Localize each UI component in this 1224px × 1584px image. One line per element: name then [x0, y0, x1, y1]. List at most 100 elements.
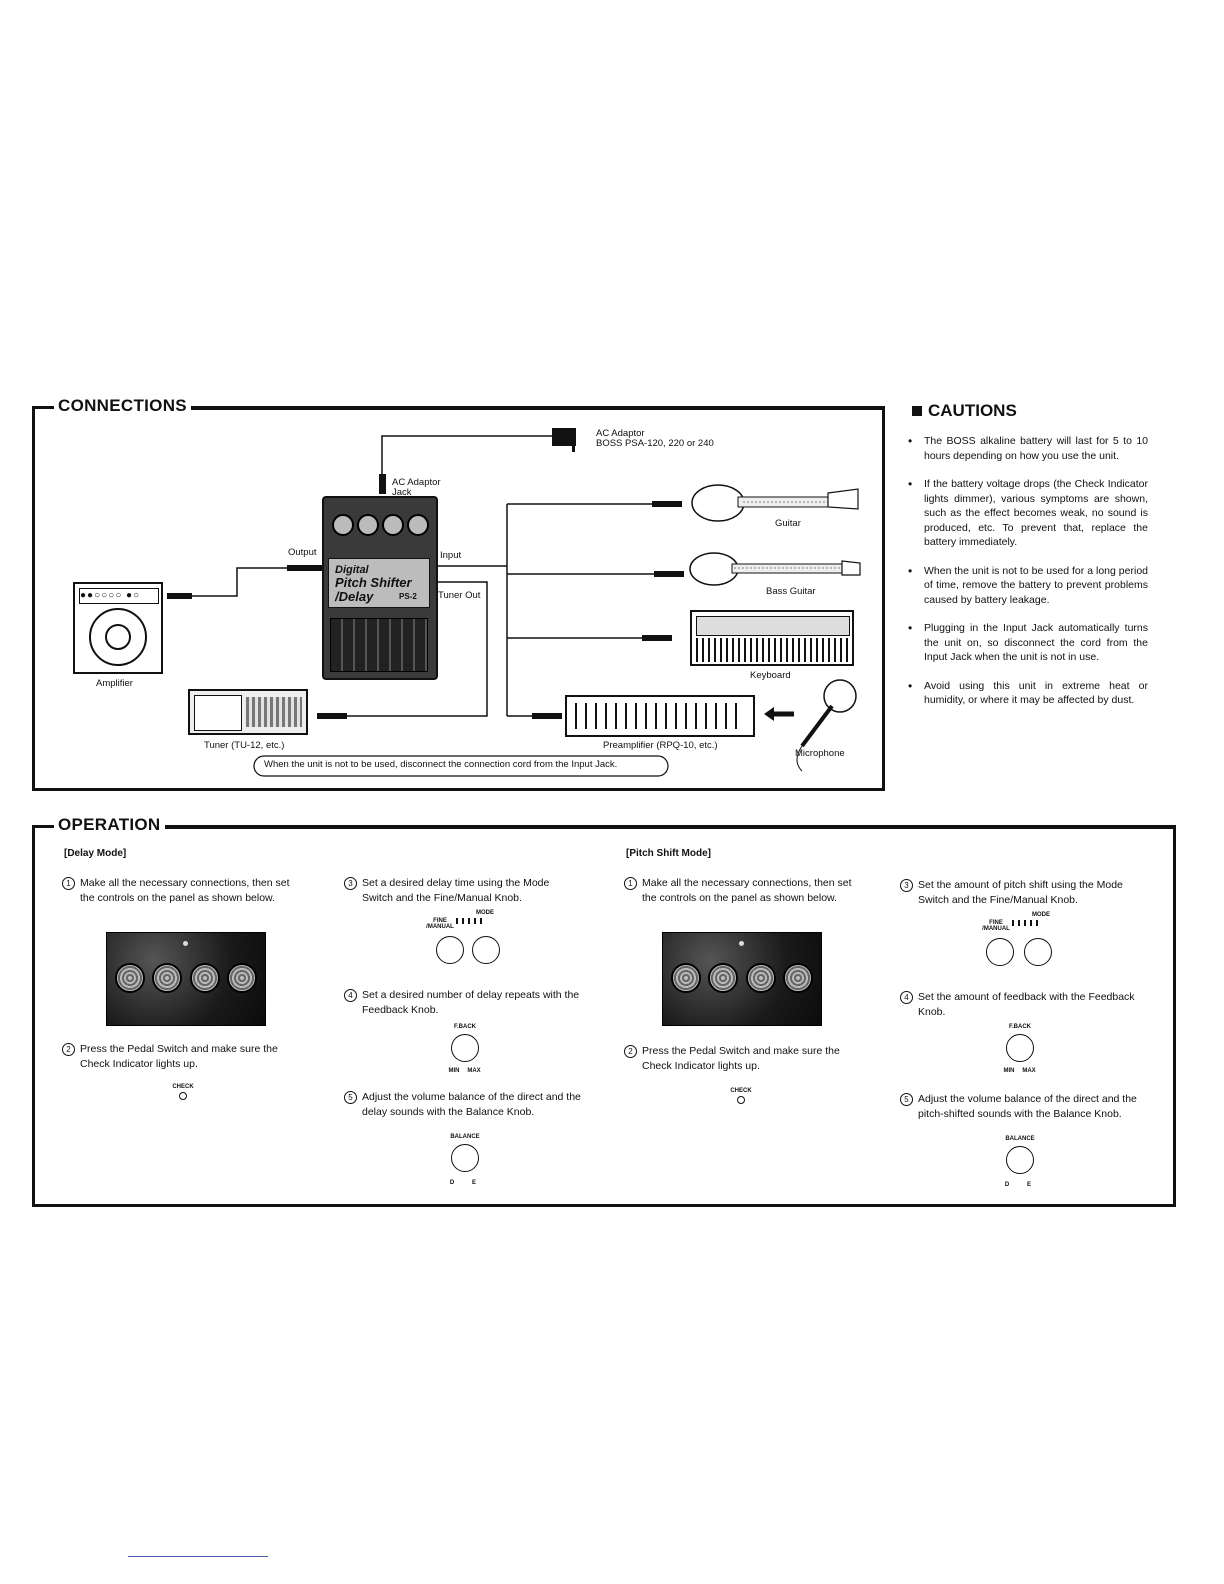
preamplifier-device: [565, 695, 755, 737]
ac-jack-label: AC Adaptor: [392, 477, 441, 488]
step-number: 1: [62, 877, 75, 890]
check-indicator-icon: [179, 1092, 187, 1100]
panel-knob: [152, 963, 182, 993]
caution-item: If the battery voltage drops (the Check …: [908, 477, 1148, 550]
ac-adaptor-model: BOSS PSA-120, 220 or 240: [596, 438, 714, 449]
pitch-panel-image: [662, 932, 822, 1026]
bass-guitar-icon: [689, 552, 861, 586]
pedal-knob: [357, 514, 379, 536]
cautions-list: The BOSS alkaline battery will last for …: [908, 434, 1148, 722]
pitch-mode-heading: [Pitch Shift Mode]: [626, 848, 711, 859]
balance-knob-icon: [451, 1144, 479, 1172]
keyboard-device: [690, 610, 854, 666]
fback-knob-icon: [451, 1034, 479, 1062]
amp-control-panel: ●●○○○○ ●○: [79, 588, 159, 604]
pitch-mode-fine-knob-diagram: MODE FINE /MANUAL: [980, 912, 1070, 976]
pedal-name-line1: Digital: [335, 564, 369, 576]
fine-label: FINE: [433, 918, 447, 924]
keyboard-label: Keyboard: [750, 670, 791, 681]
delay-mode-heading: [Delay Mode]: [64, 848, 127, 859]
mode-label: MODE: [476, 910, 494, 916]
max-label: MAX: [467, 1068, 481, 1074]
caution-item: The BOSS alkaline battery will last for …: [908, 434, 1148, 463]
tuner-label: Tuner (TU-12, etc.): [204, 740, 285, 751]
operation-title: OPERATION: [54, 815, 165, 835]
output-label: Output: [288, 547, 317, 558]
min-label: MIN: [448, 1068, 460, 1074]
step-text: Press the Pedal Switch and make sure the…: [642, 1045, 840, 1072]
amplifier-label: Amplifier: [96, 678, 133, 689]
fback-label: F.BACK: [454, 1024, 476, 1030]
balance-knob-icon: [1006, 1146, 1034, 1174]
connections-title: CONNECTIONS: [54, 396, 191, 416]
manual-label: /MANUAL: [982, 926, 1010, 932]
step-text: Make all the necessary connections, then…: [80, 877, 290, 904]
panel-knob: [708, 963, 738, 993]
fback-knob-icon: [1006, 1034, 1034, 1062]
connections-diagram: [167, 428, 857, 777]
d-label: D: [1004, 1182, 1010, 1188]
bass-guitar-label: Bass Guitar: [766, 586, 816, 597]
guitar-icon: [691, 484, 859, 522]
step-text: Make all the necessary connections, then…: [642, 877, 852, 904]
ac-jack-label-2: Jack: [392, 487, 412, 498]
ac-adaptor-label: AC Adaptor: [596, 428, 645, 439]
connections-title-rule: [180, 406, 885, 410]
max-label: MAX: [1022, 1068, 1036, 1074]
tuner-controls: [246, 697, 302, 727]
pedal-knob: [407, 514, 429, 536]
disconnect-note: When the unit is not to be used, disconn…: [264, 759, 618, 770]
e-label: E: [1026, 1182, 1031, 1188]
guitar-label: Guitar: [775, 518, 801, 529]
step-text: Press the Pedal Switch and make sure the…: [80, 1043, 278, 1070]
panel-knob: [190, 963, 220, 993]
pedal-face: Digital Pitch Shifter /Delay PS-2: [328, 558, 430, 608]
panel-knob: [671, 963, 701, 993]
balance-label: BALANCE: [1005, 1136, 1035, 1142]
step-text: Set the amount of pitch shift using the …: [918, 879, 1123, 906]
caution-item: Avoid using this unit in extreme heat or…: [908, 679, 1148, 708]
caution-item: Plugging in the Input Jack automatically…: [908, 621, 1148, 665]
fine-label: FINE: [989, 920, 1003, 926]
keyboard-keys: [696, 638, 848, 662]
footer-rule: [128, 1556, 268, 1557]
microphone-label: Microphone: [795, 748, 845, 759]
step-number: 4: [344, 989, 357, 1002]
mode-knob-icon: [472, 936, 500, 964]
amplifier: ●●○○○○ ●○: [73, 582, 163, 674]
manual-label: /MANUAL: [426, 924, 454, 930]
panel-knob: [227, 963, 257, 993]
step-number: 4: [900, 991, 913, 1004]
cautions-square-icon: [912, 406, 922, 416]
caution-item: When the unit is not to be used for a lo…: [908, 564, 1148, 608]
pedal-knob: [382, 514, 404, 536]
pedal-knob: [332, 514, 354, 536]
delay-panel-image: [106, 932, 266, 1026]
pedal-unit: Digital Pitch Shifter /Delay PS-2: [322, 496, 438, 680]
step-number: 3: [900, 879, 913, 892]
operation-title-rule: [155, 825, 1176, 829]
preamplifier-label: Preamplifier (RPQ-10, etc.): [603, 740, 718, 751]
check-indicator-icon: [737, 1096, 745, 1104]
tuner-out-label: Tuner Out: [438, 590, 481, 601]
check-label: CHECK: [172, 1084, 194, 1090]
step-number: 3: [344, 877, 357, 890]
pedal-name-line3: /Delay: [335, 589, 374, 604]
pedal-name-line2: Pitch Shifter: [335, 575, 412, 590]
step-number: 5: [344, 1091, 357, 1104]
tuner-meter: [194, 695, 242, 731]
min-label: MIN: [1003, 1068, 1015, 1074]
fine-knob-icon: [986, 938, 1014, 966]
step-number: 2: [624, 1045, 637, 1058]
input-label: Input: [440, 550, 462, 561]
check-label: CHECK: [730, 1088, 752, 1094]
pedal-switch: [330, 618, 428, 672]
mode-knob-icon: [1024, 938, 1052, 966]
panel-knob: [115, 963, 145, 993]
step-text: Set the amount of feedback with the Feed…: [918, 991, 1135, 1018]
cautions-title: CAUTIONS: [928, 401, 1017, 420]
step-text: Adjust the volume balance of the direct …: [362, 1091, 581, 1118]
amp-speaker: [89, 608, 147, 666]
fback-label: F.BACK: [1009, 1024, 1031, 1030]
step-number: 5: [900, 1093, 913, 1106]
